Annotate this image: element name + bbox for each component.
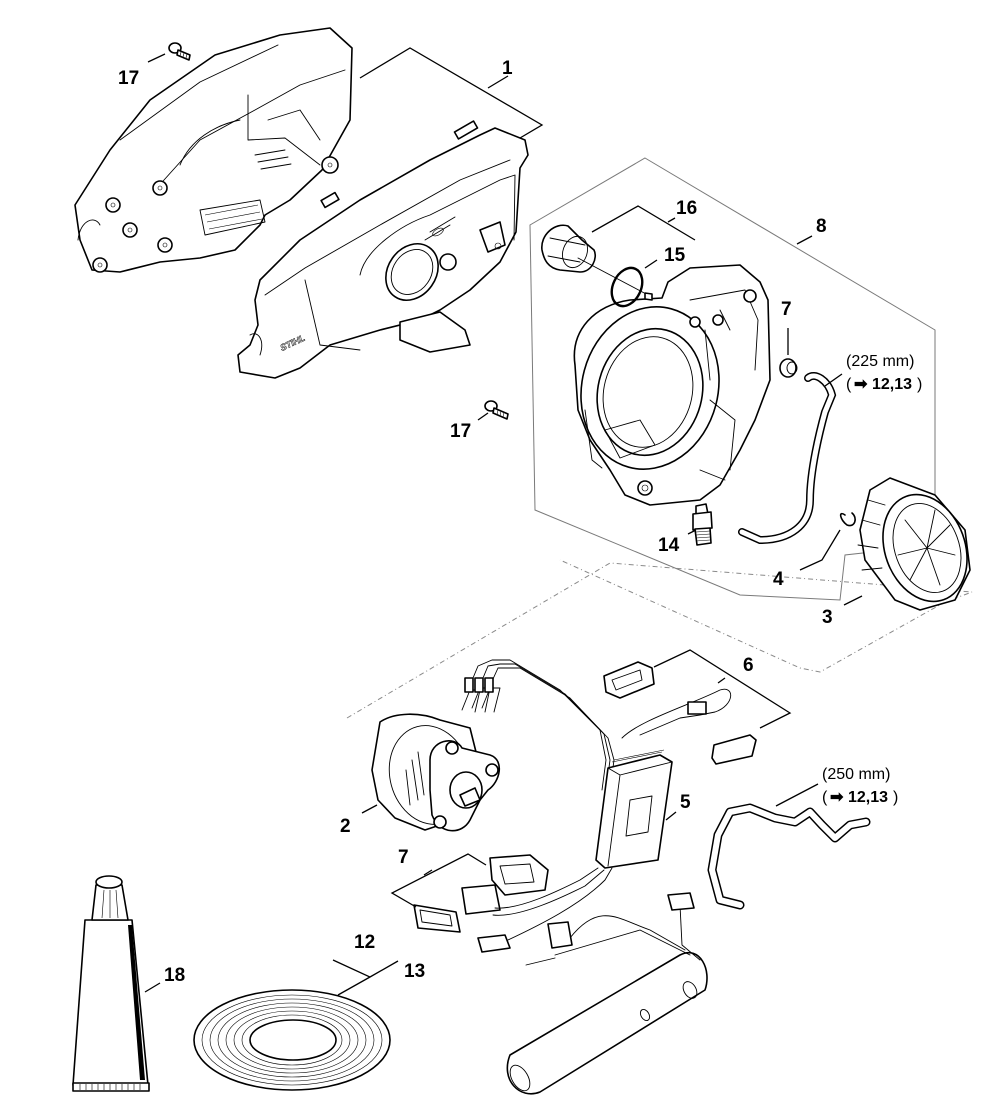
switch-set-7: [413, 854, 613, 953]
hose-225mm-annotation: (225 mm) ( ➡ 12,13 ): [824, 353, 922, 393]
e-clip-4: [839, 512, 856, 527]
callout-label: 14: [658, 535, 680, 556]
annotation-text: 12,13: [872, 376, 912, 393]
annotation-text: ): [917, 376, 922, 393]
callout-2: 2: [340, 804, 378, 837]
callout-5: 5: [665, 792, 691, 821]
annotation-text: (225 mm): [846, 353, 914, 370]
callout-6: 6: [653, 649, 792, 729]
callout-label: 18: [164, 965, 185, 986]
arrow-right-icon: ➡: [854, 376, 868, 393]
callout-label: 17: [118, 68, 139, 89]
hose-250mm-annotation: (250 mm) ( ➡ 12,13 ): [775, 766, 898, 807]
arrow-right-icon: ➡: [830, 789, 844, 806]
callout-18: 18: [144, 965, 185, 993]
pickup-body-14: [692, 503, 713, 546]
annotation-text: (: [822, 789, 828, 806]
annotation-text: ): [893, 789, 898, 806]
group-outline-8: [529, 157, 936, 601]
motor-wiring: [464, 659, 615, 791]
callout-label: 15: [664, 245, 686, 266]
screw-17-middle: [484, 400, 509, 420]
grease-tube-18: [72, 875, 150, 1092]
callout-label: 4: [773, 569, 784, 590]
fan-housing: [573, 264, 771, 506]
callout-label: 3: [822, 607, 833, 628]
annotation-text: (250 mm): [822, 766, 890, 783]
callout-3: 3: [822, 595, 863, 628]
callout-7: 7: [390, 847, 487, 908]
hose-coil-12-13: [193, 989, 391, 1091]
housing-right-shell: STIHL: [237, 120, 529, 379]
group-outline-motor: [346, 559, 973, 719]
callout-label: 6: [743, 655, 754, 676]
callout-15: 16: [591, 198, 697, 241]
o-ring-16: [610, 266, 644, 308]
callout-7-label: 7: [398, 847, 409, 868]
callout-label: 13: [404, 961, 425, 982]
callout-17-top: 17: [118, 53, 166, 89]
callout-label: 8: [816, 216, 827, 237]
annotation-text: 12,13: [848, 789, 888, 806]
fan-wheel-3: [857, 477, 971, 611]
callout-9: 7: [781, 299, 792, 355]
callout-14: 14: [658, 529, 697, 556]
housing-left-shell: [74, 27, 353, 273]
callout-17-middle: 17: [450, 412, 489, 442]
connector-fitting-15: [541, 224, 653, 301]
screw-17-top: [168, 42, 191, 61]
callout-label: 16: [676, 198, 697, 219]
switch-set-6: [603, 661, 757, 765]
callout-16: 15: [644, 245, 686, 269]
callout-12-13: 12 13: [332, 932, 425, 996]
handle-tube-assembly: [506, 892, 708, 1095]
callout-label: 1: [502, 58, 513, 79]
grommet-9: [779, 358, 798, 378]
callout-label: 7: [781, 299, 792, 320]
callout-label: 2: [340, 816, 351, 837]
annotation-text: (: [846, 376, 852, 393]
hose-225mm: [738, 372, 837, 545]
electric-motor-2: [371, 687, 501, 832]
callout-1: 1: [359, 47, 544, 139]
hose-250mm: [707, 803, 871, 910]
callout-label: 12: [354, 932, 375, 953]
control-electronics-5: [595, 749, 673, 869]
callout-label: 5: [680, 792, 691, 813]
callout-8: 8: [796, 216, 827, 245]
callout-label: 17: [450, 421, 471, 442]
callout-4: 4: [773, 529, 841, 590]
